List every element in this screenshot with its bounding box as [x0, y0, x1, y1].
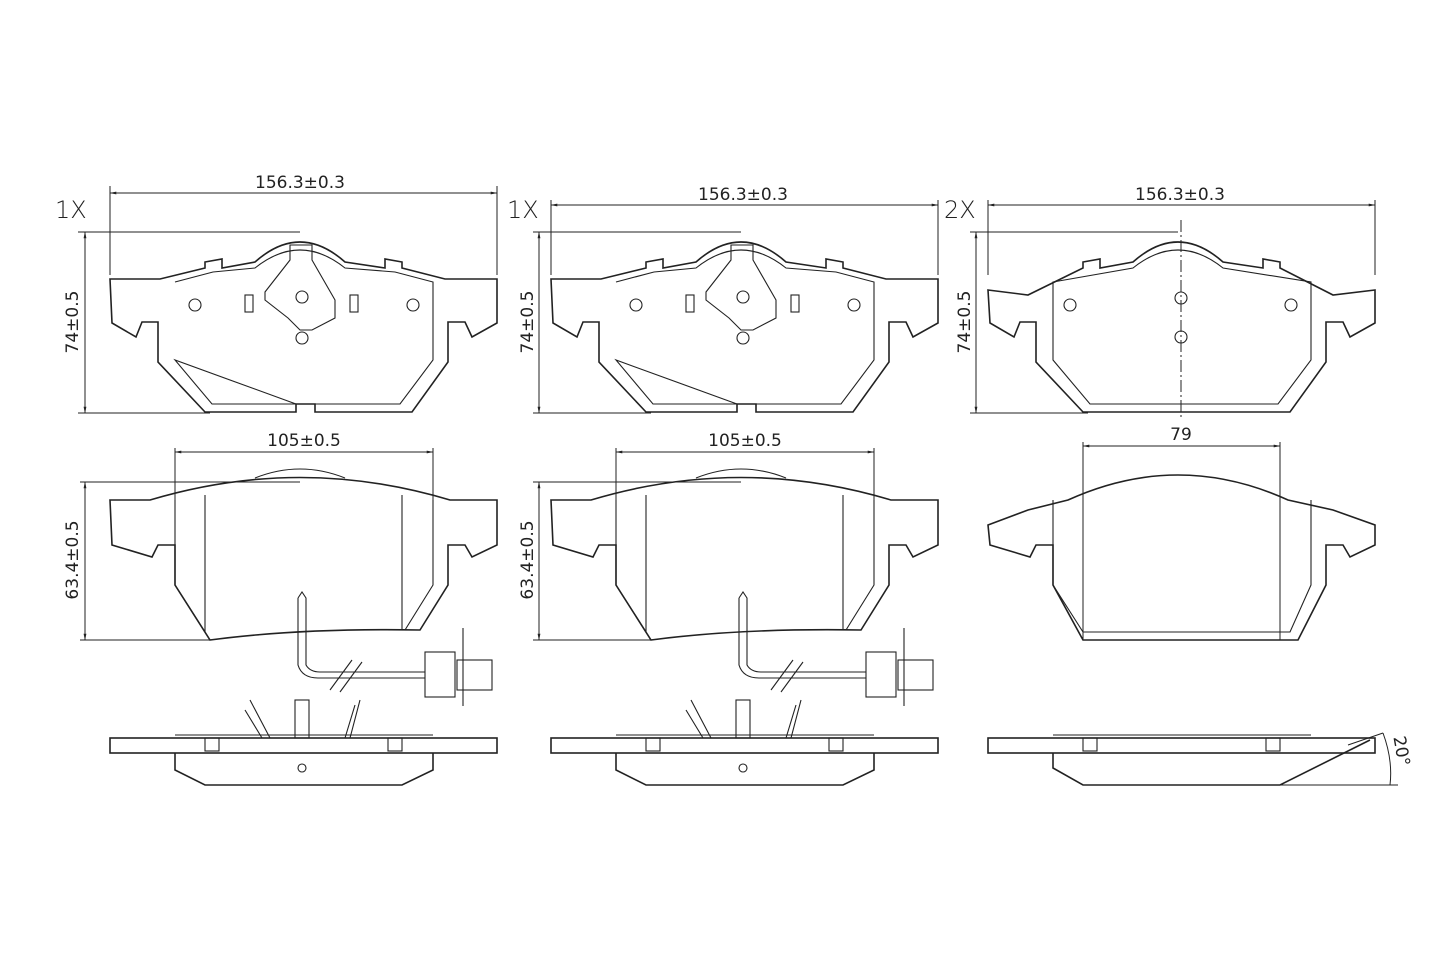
quantity-label: 1X: [507, 196, 539, 224]
lower-width-dimension: 105±0.5: [708, 431, 782, 451]
width-dimension: 156.3±0.3: [698, 185, 788, 205]
lower-height-dimension: 63.4±0.5: [518, 520, 538, 599]
quantity-label: 2X: [944, 196, 976, 224]
pad-view-2: 1X 156.3±0.3 74±0.5 105±0.5 63.4±0.5: [507, 185, 939, 786]
lower-height-dimension: 63.4±0.5: [63, 520, 83, 599]
height-dimension: 74±0.5: [955, 291, 975, 354]
wear-sensor: [738, 591, 934, 706]
wear-sensor: [297, 591, 493, 706]
lower-width-dimension: 105±0.5: [267, 431, 341, 451]
width-dimension: 156.3±0.3: [1135, 185, 1225, 205]
pad-view-1: 1X 156.3±0.3 74±0.5 105±0.5 63.4±0.5: [55, 173, 498, 786]
pad-view-3: 2X 156.3±0.3 74±0.5 79 20°: [944, 185, 1413, 786]
width-dimension: 156.3±0.3: [255, 173, 345, 193]
spring-clip: [244, 244, 359, 345]
height-dimension: 74±0.5: [518, 291, 538, 354]
angle-dimension: 20°: [1388, 735, 1413, 768]
quantity-label: 1X: [55, 196, 87, 224]
lower-width-dimension: 79: [1170, 425, 1192, 445]
height-dimension: 74±0.5: [63, 291, 83, 354]
